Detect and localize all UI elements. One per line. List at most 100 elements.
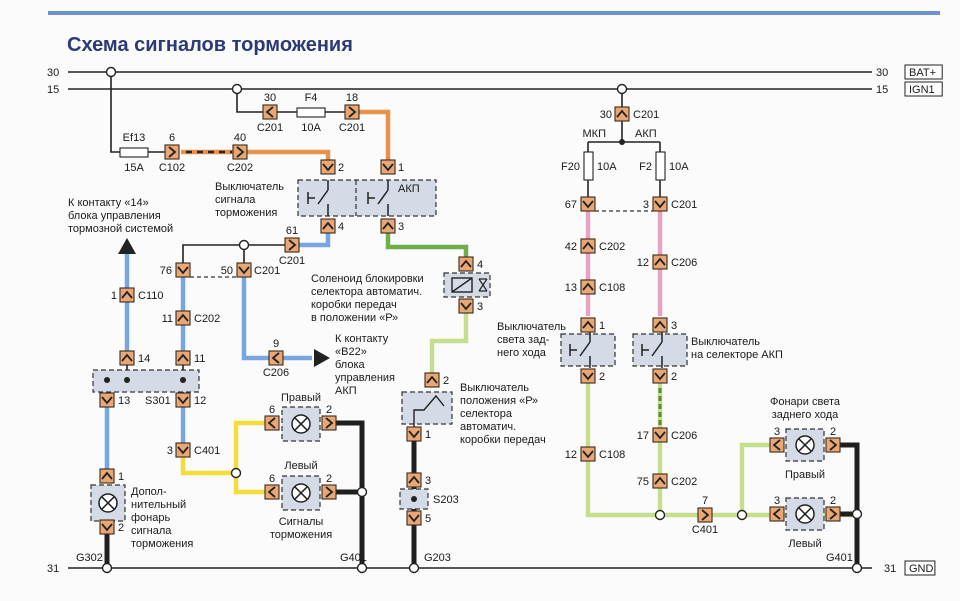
pin-label: 3	[425, 475, 431, 487]
connector-chevron-icon	[426, 375, 438, 384]
node-ign	[231, 83, 243, 95]
connector-body	[119, 350, 135, 366]
connector-c401-3	[175, 442, 191, 458]
selector-switch-label-line: на селекторе АКП	[691, 349, 783, 361]
connector-aux-1	[99, 468, 115, 484]
fuse-f20-icon	[583, 151, 594, 181]
p-switch-contact-icon	[413, 394, 445, 429]
junction-node	[356, 486, 368, 498]
connector-chevron-icon	[101, 523, 113, 532]
connector-chevron-icon	[582, 241, 594, 250]
connector-chevron-icon	[177, 313, 189, 322]
connector-body	[580, 317, 596, 333]
fuse-f20-label: F20	[561, 161, 580, 173]
connector-rev-r-2	[825, 437, 841, 453]
splice-s203-label: S203	[433, 494, 459, 506]
connector-label: C110	[138, 290, 163, 302]
aux-lamp-label-line: сигнала	[131, 525, 172, 537]
connector-label: C108	[599, 449, 625, 461]
connector-body	[458, 298, 474, 314]
wire-blue-tcm	[241, 277, 312, 361]
connector-body	[99, 392, 115, 408]
connector-label: C202	[227, 162, 253, 174]
fuse-f20-rating: 10A	[597, 161, 617, 173]
connector-body	[769, 506, 785, 522]
pin-label: 2	[830, 495, 836, 507]
wire-yellow-right	[233, 420, 266, 473]
brake-switch-contact	[307, 180, 329, 216]
pin-label: 3	[774, 495, 780, 507]
connector-label: C401	[692, 524, 718, 536]
pin-label: 3	[671, 320, 677, 332]
connector-label: C102	[159, 162, 185, 174]
connector-chevron-icon	[408, 475, 420, 484]
connector-chevron-icon	[325, 417, 334, 429]
pin-label: 4	[338, 221, 344, 233]
connector-body	[344, 104, 360, 120]
pin-label: 30	[264, 92, 276, 104]
wire-ign-f4	[236, 89, 270, 113]
connector-s301-13	[99, 392, 115, 408]
junction-node	[851, 508, 863, 520]
connector-c206-12	[652, 254, 668, 270]
connector-body	[614, 106, 630, 122]
reverse-switch-contact	[569, 332, 591, 368]
pin-label: 3	[398, 221, 404, 233]
connector-body	[406, 472, 422, 488]
pin-label: 1	[111, 290, 117, 302]
connector-label: C206	[263, 367, 289, 379]
connector-body	[175, 442, 191, 458]
connector-chevron-icon	[177, 446, 189, 455]
connector-body	[424, 372, 440, 388]
fuse-ef13-icon	[119, 147, 149, 158]
connector-c201-18	[344, 104, 360, 120]
connector-body	[321, 415, 337, 431]
connector-s203-5	[406, 510, 422, 526]
pin-label: 6	[169, 132, 175, 144]
to-abs-label-line: К контакту «14»	[68, 197, 149, 209]
junction-node	[654, 509, 666, 521]
connector-c110-1	[119, 287, 135, 303]
rail-tag-ign1: IGN1	[904, 81, 943, 97]
connector-body	[652, 368, 668, 384]
connector-body	[697, 507, 713, 523]
wire-bat-ef13	[110, 72, 168, 153]
solenoid-label-line: селектора автоматич.	[311, 286, 422, 298]
connector-body	[264, 484, 280, 500]
to-abs-label-line: блока управления	[68, 210, 161, 222]
connector-chevron-icon	[582, 450, 594, 459]
wire-blue-sw4	[298, 233, 331, 248]
node-bat	[105, 66, 117, 78]
to-tcm-label-line: АКП	[335, 385, 357, 397]
connector-body	[264, 415, 280, 431]
connector-body	[652, 196, 668, 212]
connector-body	[175, 350, 191, 366]
connector-rev-r-3	[769, 437, 785, 453]
pin-label: 5	[425, 513, 431, 525]
pin-label: 40	[234, 132, 246, 144]
connector-c201-76	[175, 262, 191, 278]
solenoid-label-line: в положении «Р»	[311, 312, 398, 324]
connector-chevron-icon	[325, 486, 334, 498]
connector-sw-4	[320, 218, 336, 234]
fuse-f4-label: F4	[305, 92, 318, 104]
solenoid-label-line: Соленоид блокировки	[311, 273, 424, 285]
connector-chevron-icon	[582, 372, 594, 381]
pin-label: 13	[565, 282, 577, 294]
branch-mkp-label: МКП	[583, 128, 607, 140]
connector-body	[262, 104, 278, 120]
fuse-ef13-label: Ef13	[123, 132, 146, 144]
wire-yellow-left	[233, 473, 266, 495]
connector-body	[406, 426, 422, 442]
wire-orange-brake-switch	[181, 149, 331, 165]
pin-label: 42	[565, 241, 577, 253]
pin-label: 3	[643, 199, 649, 211]
lamp-cross	[798, 438, 812, 452]
connector-chevron-icon	[582, 282, 594, 291]
lamp-cross	[101, 496, 115, 510]
